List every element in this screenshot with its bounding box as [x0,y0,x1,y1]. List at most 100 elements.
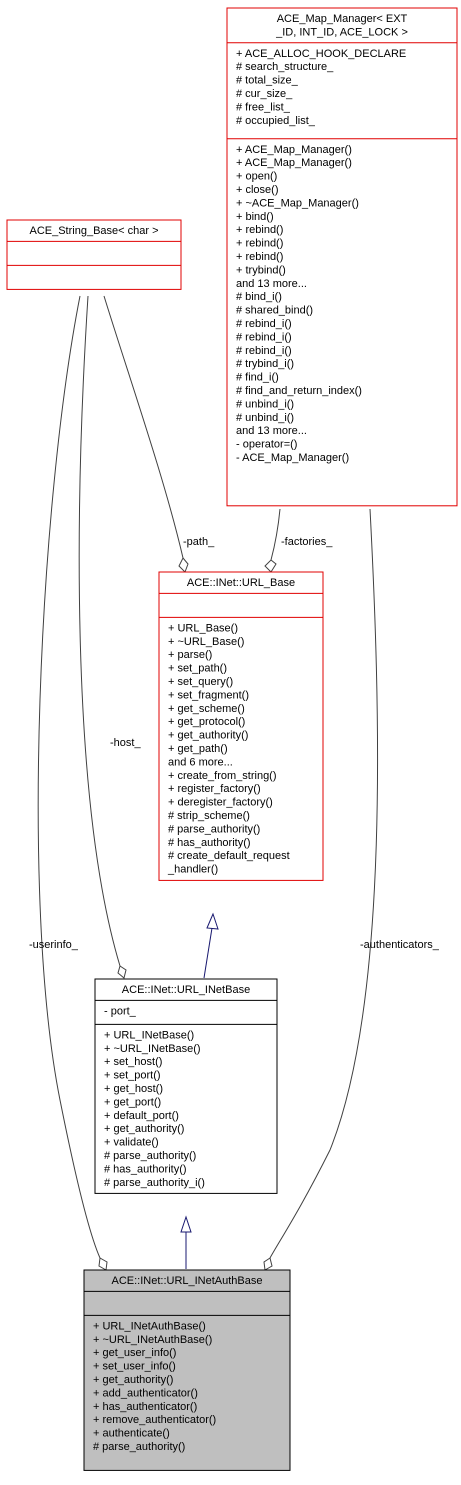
class-method: + get_authority() [104,1123,184,1135]
class-method: + close() [236,184,279,196]
class-method: + set_fragment() [168,689,249,701]
class-method: + parse() [168,649,212,661]
class-box-frame [94,978,278,1194]
class-method: # has_authority() [104,1163,187,1175]
class-method: + get_user_info() [93,1347,176,1359]
class-method: + trybind() [236,264,286,276]
edge-userinfo-diamond [98,1257,108,1271]
edge-inherit-inetauthbase-arrow [180,1215,192,1233]
class-method: + rebind() [236,224,283,236]
class-title: ACE_String_Base< char > [29,225,158,237]
class-box-frame [226,7,458,507]
class-method: + URL_INetAuthBase() [93,1320,206,1332]
class-method: + ACE_Map_Manager() [236,144,352,156]
class-method: # rebind_i() [236,318,292,330]
class-method: and 13 more... [236,278,307,290]
class-title: ACE::INet::URL_Base [187,577,295,589]
class-method: # find_and_return_index() [236,385,362,397]
class-boxes: ACE_Map_Manager< EXT_ID, INT_ID, ACE_LOC… [6,7,458,1471]
class-method: # strip_scheme() [168,810,250,822]
class-method: and 6 more... [168,756,233,768]
class-title: ACE::INet::URL_INetAuthBase [111,1275,262,1287]
edge-labels: -path_ -factories_ -host_ -userinfo_ -au… [29,536,440,951]
class-method: + has_authenticator() [93,1401,197,1413]
class-method: + rebind() [236,251,283,263]
class-method: # parse_authority_i() [104,1177,205,1189]
class-box-map-manager[interactable]: ACE_Map_Manager< EXT_ID, INT_ID, ACE_LOC… [226,7,458,507]
edge-host [78,295,121,967]
class-attribute: # cur_size_ [236,88,293,100]
class-method: + ~ACE_Map_Manager() [236,197,359,209]
class-box-frame [83,1269,291,1471]
edge-label-authenticators: -authenticators_ [360,939,440,951]
class-method: + deregister_factory() [168,797,273,809]
class-attribute: + ACE_ALLOC_HOOK_DECLARE [236,48,406,60]
class-attribute: # free_list_ [236,101,291,113]
class-title: ACE::INet::URL_INetBase [122,984,250,996]
class-method: # bind_i() [236,291,282,303]
class-box-string-base[interactable]: ACE_String_Base< char > [6,219,182,290]
class-box-frame [158,571,324,881]
class-method: + get_authority() [93,1374,173,1386]
class-attribute: # search_structure_ [236,61,334,73]
class-method: - ACE_Map_Manager() [236,452,349,464]
class-method: + set_host() [104,1056,162,1068]
class-method: + set_query() [168,676,233,688]
class-method: + get_protocol() [168,716,245,728]
class-method: # parse_authority() [93,1441,185,1453]
class-title: ACE_Map_Manager< EXT [277,13,408,25]
class-attribute: - port_ [104,1005,137,1017]
class-method: + get_authority() [168,730,248,742]
class-method: # unbind_i() [236,412,294,424]
class-box-url-inetauthbase[interactable]: ACE::INet::URL_INetAuthBase+ URL_INetAut… [83,1269,291,1471]
class-method: # unbind_i() [236,398,294,410]
class-method: + ~URL_INetAuthBase() [93,1334,212,1346]
class-method: # parse_authority() [168,823,260,835]
edge-authenticators-diamond [263,1257,273,1271]
edge-label-path: -path_ [183,536,215,548]
class-method: + URL_Base() [168,622,238,634]
edge-label-userinfo: -userinfo_ [29,939,79,951]
edge-factories [270,508,281,561]
edge-label-factories: -factories_ [281,536,333,548]
class-method: + ACE_Map_Manager() [236,157,352,169]
class-method: + bind() [236,211,274,223]
class-method: + ~URL_Base() [168,636,244,648]
class-method: + ~URL_INetBase() [104,1043,201,1055]
class-attribute: # occupied_list_ [236,115,316,127]
class-method: + validate() [104,1137,159,1149]
class-method: # rebind_i() [236,345,292,357]
edge-inherit-inetbase-arrow [206,912,219,930]
class-method: # shared_bind() [236,305,313,317]
class-method: + authenticate() [93,1428,170,1440]
class-method: # rebind_i() [236,331,292,343]
class-method: # trybind_i() [236,358,294,370]
class-method: + remove_authenticator() [93,1414,216,1426]
class-method: + get_scheme() [168,703,245,715]
class-method: + set_port() [104,1070,161,1082]
class-method: + set_path() [168,663,227,675]
class-method: + get_path() [168,743,228,755]
class-method: + get_host() [104,1083,163,1095]
class-method: + add_authenticator() [93,1387,198,1399]
edge-userinfo [37,295,101,1259]
class-method: _handler() [167,864,218,876]
class-method: # find_i() [236,372,279,384]
class-box-url-base[interactable]: ACE::INet::URL_Base+ URL_Base()+ ~URL_Ba… [158,571,324,881]
class-method: # has_authority() [168,837,251,849]
edge-factories-diamond [264,559,277,573]
edge-authenticators [269,508,379,1259]
class-method: + open() [236,171,277,183]
class-title: _ID, INT_ID, ACE_LOCK > [275,26,408,38]
class-box-url-inetbase[interactable]: ACE::INet::URL_INetBase- port_+ URL_INet… [94,978,278,1194]
edge-host-diamond [117,965,127,979]
class-box-frame [6,219,182,290]
class-method: and 13 more... [236,425,307,437]
class-method: + URL_INetBase() [104,1029,194,1041]
class-attribute: # total_size_ [236,75,299,87]
edge-path [103,295,184,559]
edge-path-diamond [178,557,189,573]
class-method: # create_default_request [168,850,290,862]
class-method: + default_port() [104,1110,179,1122]
